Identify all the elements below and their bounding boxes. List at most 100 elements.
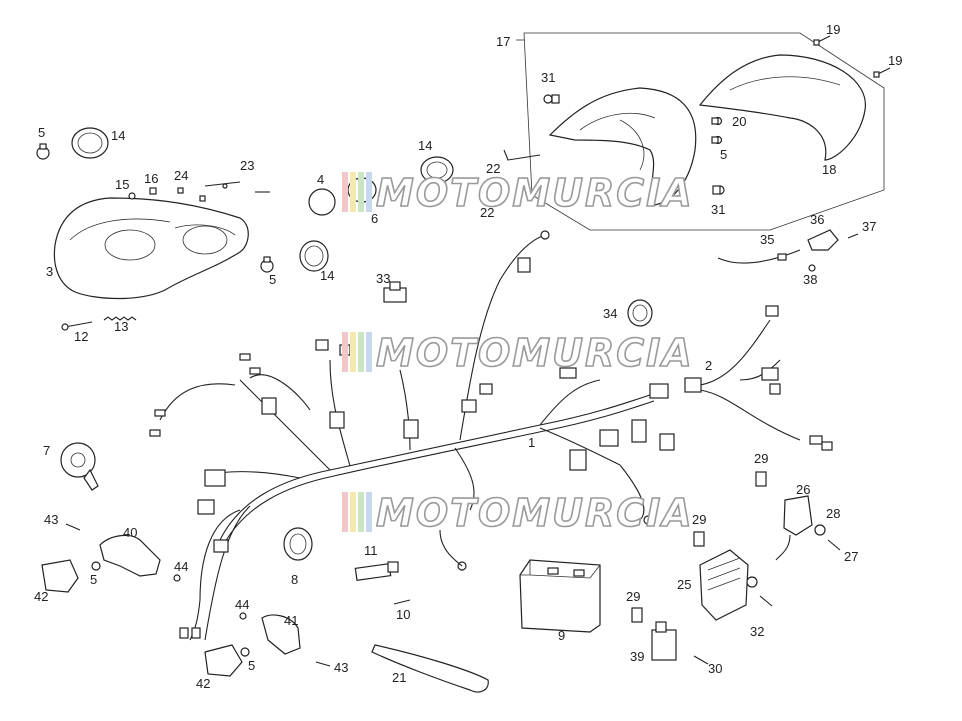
callout-17: 17 (496, 34, 510, 49)
callout-12: 12 (74, 329, 88, 344)
bulb-5-headlight (36, 143, 50, 160)
callout-25: 25 (677, 577, 691, 592)
callout-11: 11 (364, 543, 378, 558)
watermark-top: MOTOMURCIA (342, 170, 694, 216)
bulb-5-indicator-lower (240, 647, 250, 657)
watermark-stripe (366, 332, 372, 372)
clip-29-c (631, 607, 643, 623)
lens-4 (308, 188, 336, 216)
callout-42: 42 (196, 676, 210, 691)
connector (461, 399, 477, 413)
licence-light (717, 229, 859, 272)
secondary-harness (684, 305, 833, 451)
watermark-text: MOTOMURCIA (376, 171, 694, 215)
connector (315, 339, 329, 351)
callout-3: 3 (46, 264, 53, 279)
tail-light-lens (698, 54, 866, 161)
voltage-regulator (699, 549, 749, 621)
callout-5: 5 (269, 272, 276, 287)
connector (261, 397, 277, 415)
connector (631, 419, 647, 443)
connector (197, 499, 215, 515)
watermark-text: MOTOMURCIA (376, 491, 694, 535)
watermark-stripe (350, 492, 356, 532)
callout-29: 29 (626, 589, 640, 604)
connector (479, 383, 493, 395)
clamp-34 (627, 299, 653, 327)
watermark-stripe (366, 172, 372, 212)
rear-light-group (516, 32, 891, 231)
connector (204, 469, 226, 487)
indicator-lens-42-lower (204, 644, 243, 677)
indicator-front-left (41, 523, 181, 593)
screw-19-right (873, 67, 891, 78)
bulb-5-rear (711, 135, 723, 145)
callout-1: 1 (528, 435, 535, 450)
callout-5: 5 (90, 572, 97, 587)
callout-13: 13 (114, 319, 128, 334)
headlight-socket-14-middle (420, 156, 454, 184)
callout-6: 6 (371, 211, 378, 226)
callout-labels: 1 2 3 4 5 5 5 5 5 6 7 8 9 10 11 12 13 14… (34, 22, 902, 691)
callout-4: 4 (317, 172, 324, 187)
callout-5: 5 (720, 147, 727, 162)
callout-9: 9 (558, 628, 565, 643)
bulb-5-position (260, 256, 274, 273)
connector (213, 539, 229, 553)
grommet-28 (814, 524, 826, 536)
callout-29: 29 (692, 512, 706, 527)
main-wiring-harness (149, 230, 675, 641)
callout-21: 21 (392, 670, 406, 685)
callout-34: 34 (603, 306, 617, 321)
callout-5: 5 (248, 658, 255, 673)
callout-38: 38 (803, 272, 817, 287)
fuse-holder-11 (354, 561, 399, 581)
relay-26 (775, 495, 813, 561)
watermark-stripe (342, 492, 348, 532)
callout-14: 14 (418, 138, 432, 153)
strap-21 (371, 644, 489, 693)
screw-30 (693, 655, 709, 665)
callout-43: 43 (334, 660, 348, 675)
callout-42: 42 (34, 589, 48, 604)
callout-31: 31 (711, 202, 725, 217)
callout-2: 2 (705, 358, 712, 373)
callout-28: 28 (826, 506, 840, 521)
connector (659, 433, 675, 451)
headlight-socket-14-upper (71, 127, 109, 159)
screws-32 (746, 576, 773, 607)
watermark-bottom: MOTOMURCIA (342, 490, 694, 536)
nut-44-lower (239, 612, 247, 620)
wire-22 (503, 149, 541, 161)
callout-5: 5 (38, 125, 45, 140)
callout-36: 36 (810, 212, 824, 227)
headlight-unit (53, 197, 249, 300)
connector (599, 429, 619, 447)
nut-44-upper (173, 574, 181, 582)
bulb-20 (711, 116, 723, 126)
callout-14: 14 (320, 268, 334, 283)
callout-10: 10 (396, 607, 410, 622)
callout-8: 8 (291, 572, 298, 587)
cable-clamp-8 (283, 527, 313, 561)
callout-35: 35 (760, 232, 774, 247)
watermark-stripe (342, 332, 348, 372)
callout-29: 29 (754, 451, 768, 466)
callout-44: 44 (174, 559, 188, 574)
callout-33: 33 (376, 271, 390, 286)
screw-19-top (813, 35, 831, 46)
connector (569, 449, 587, 471)
connector (517, 257, 531, 273)
connector (559, 367, 577, 379)
watermark-stripe (358, 172, 364, 212)
callout-7: 7 (43, 443, 50, 458)
callout-26: 26 (796, 482, 810, 497)
headlight-socket-14-lower (299, 240, 329, 272)
relay-39 (651, 621, 677, 661)
screw-12 (61, 321, 93, 331)
clip-29-a (755, 471, 767, 487)
watermark-middle: MOTOMURCIA (342, 330, 693, 376)
horn (60, 442, 99, 491)
callout-23: 23 (240, 158, 254, 173)
